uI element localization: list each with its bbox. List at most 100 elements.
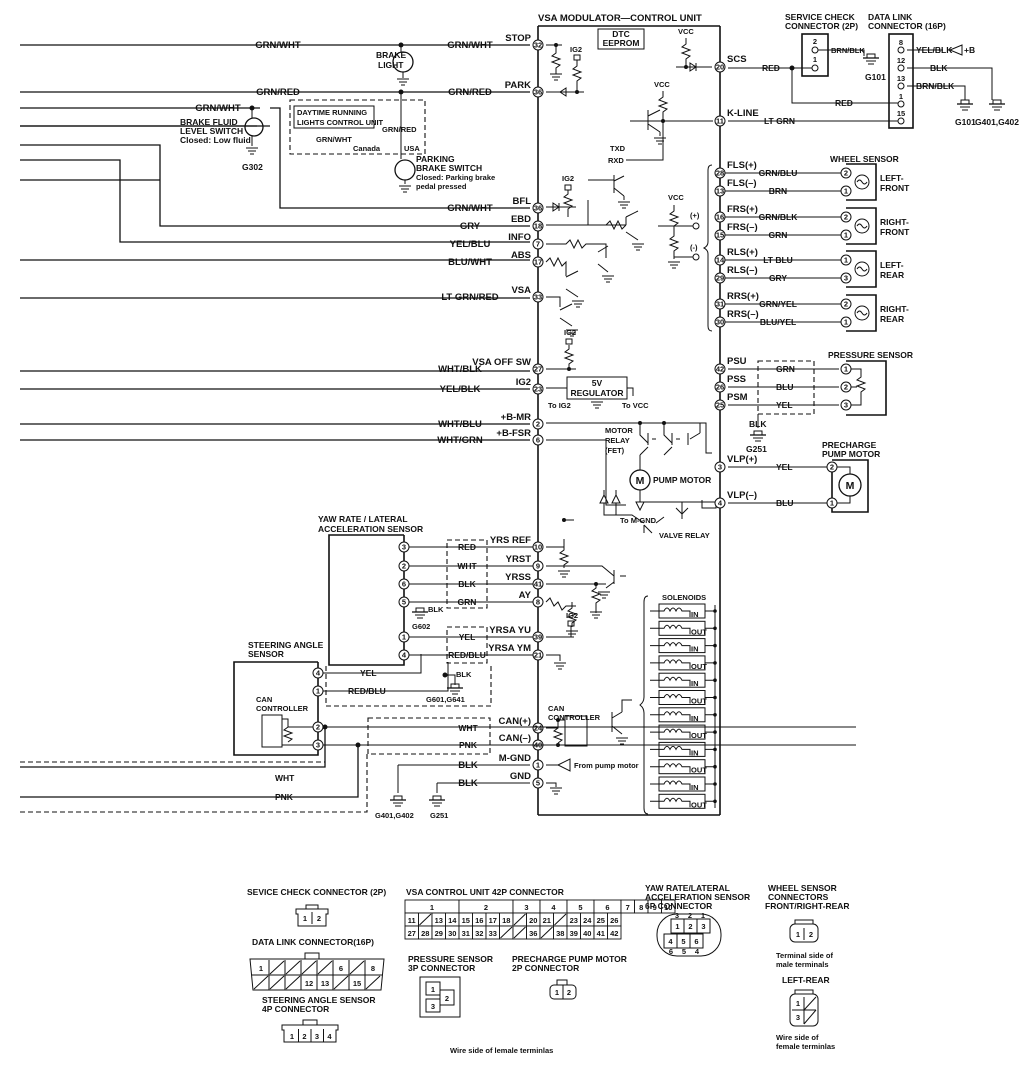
- wheel-position-label: FRONT: [880, 227, 910, 237]
- ecu-internal-circuits: IG2 VCC VCC TXD RXD IG2 VCC (+) (-) IG2: [545, 27, 717, 815]
- sas-blk: BLK: [456, 670, 472, 679]
- ecu-signal-label: VSA OFF SW: [472, 357, 531, 368]
- yaw-wire-label: YEL: [459, 632, 476, 642]
- drl-label: DAYTIME RUNNING: [297, 108, 367, 117]
- precharge-title: PRECHARGE: [822, 440, 877, 450]
- wheel-wire-label: BRN: [769, 186, 787, 196]
- ecu-pin-circle: [532, 777, 544, 789]
- sine-icon: [856, 310, 868, 316]
- cv-precharge: 1 2: [549, 979, 577, 1000]
- ecu-pin-circle: [532, 418, 544, 430]
- cv-42p-pin: 1: [430, 903, 434, 912]
- ecu-signal-label: VLP(+): [727, 454, 757, 465]
- service-check-connector: SERVICE CHECK CONNECTOR (2P) 2 1 BRN/BLK…: [728, 12, 902, 108]
- cv-42p-cell: [607, 925, 622, 940]
- sas-pin-2: 2: [316, 723, 320, 732]
- ecu-pin-circle: [532, 202, 544, 214]
- ecu-pin-number: 7: [536, 240, 540, 249]
- ecu-pin-number: 36: [534, 88, 542, 97]
- ecu-pin-number: 20: [716, 63, 724, 72]
- ecu-pin-number: 31: [716, 300, 724, 309]
- ecu-pin-circle: [714, 497, 726, 509]
- solenoid-type-label: OUT: [691, 766, 707, 775]
- g602-label: G602: [412, 622, 430, 631]
- dtc-eeprom-box: [597, 28, 645, 50]
- yaw-wire-label: RED: [458, 542, 476, 552]
- cv-ps-pin-2: 2: [445, 994, 449, 1003]
- cv-42p-pin: 42: [610, 929, 618, 938]
- parking-brake-switch: [394, 159, 416, 181]
- dlc-wire-blk: BLK: [930, 63, 948, 73]
- cv-42p-blank: [554, 913, 567, 926]
- wheel-sensor-box: [846, 163, 877, 201]
- cv-dlc-title: DATA LINK CONNECTOR(16P): [252, 937, 374, 947]
- sas-can-label: CAN: [256, 695, 272, 704]
- solenoid-type-label: OUT: [691, 731, 707, 740]
- sc-wire-label: BRN/BLK: [831, 46, 865, 55]
- stop-wire-left-label: GRN/WHT: [255, 40, 301, 51]
- cv-lr-note-2: female terminlas: [776, 1042, 835, 1051]
- dlc-pin-circle: [897, 82, 905, 90]
- wheel-position-label: LEFT-: [880, 173, 904, 183]
- ecu-signal-label: PSM: [727, 392, 748, 403]
- sas-pin-1: 1: [316, 687, 320, 696]
- cv-42p-pin: 32: [475, 929, 483, 938]
- ecu-pin-number: 33: [534, 293, 542, 302]
- cv-42p-pin: 21: [543, 916, 551, 925]
- vcc-label-3: VCC: [668, 193, 684, 202]
- parking-brake-label-4: pedal pressed: [416, 182, 467, 191]
- bus-g401: G401,G402: [375, 811, 414, 820]
- wheel-wire-label: GRN: [769, 230, 788, 240]
- ecu-signal-label: FLS(+): [727, 160, 757, 171]
- cv-wf-pin-2: 2: [809, 930, 813, 939]
- cv-42p-pin: 38: [556, 929, 564, 938]
- cv-sas-pin: 1: [290, 1032, 294, 1041]
- ecu-signal-label: VLP(–): [727, 490, 757, 501]
- ps-blk-label: BLK: [749, 419, 767, 429]
- pressure-sensor-title: PRESSURE SENSOR: [828, 350, 913, 360]
- to-ig2-label: To IG2: [548, 401, 571, 410]
- ecu-signal-label: YRS REF: [490, 535, 531, 546]
- from-pump-motor-label: From pump motor: [574, 761, 639, 770]
- dlc-pin-number: 1: [899, 92, 903, 101]
- cv-42p-pin: 11: [408, 916, 416, 925]
- ecu-pin-number: 42: [716, 365, 724, 374]
- dtc-label: DTC: [612, 29, 629, 39]
- yaw-pin-number: 4: [402, 651, 407, 660]
- vlpp-wire: YEL: [776, 462, 793, 472]
- yaw-pin-number: 3: [402, 543, 406, 552]
- cv-yaw-cell: [696, 918, 711, 934]
- service-check-title: SERVICE CHECK: [785, 12, 856, 22]
- ecu-title: VSA MODULATOR—CONTROL UNIT: [538, 13, 702, 24]
- ig2-label-3: IG2: [564, 328, 576, 337]
- connector-views: SEVICE CHECK CONNECTOR (2P) 1 2 DATA LIN…: [247, 883, 850, 1055]
- cv-yaw-pin: 3: [701, 922, 705, 931]
- wheel-pin-number: 1: [844, 256, 848, 265]
- pump-motor-label: PUMP MOTOR: [653, 475, 711, 485]
- sas-pin-3: 3: [316, 741, 320, 750]
- yaw-title: YAW RATE / LATERAL: [318, 514, 408, 524]
- cv-yaw-pin: 2: [688, 922, 692, 931]
- wheel-wire-label: GRY: [769, 273, 787, 283]
- cv-pp-title: PRECHARGE PUMP MOTOR: [512, 954, 627, 964]
- ecu-signal-label: YRSA YU: [489, 625, 531, 636]
- precharge-title-2: PUMP MOTOR: [822, 449, 880, 459]
- cv-42p-blank: [419, 913, 432, 926]
- sc-pin-1: 1: [813, 55, 817, 64]
- cv-dlc-blank: [333, 975, 349, 990]
- wheel-pin-circle: [840, 185, 852, 197]
- cv-sas-pin: 2: [302, 1032, 306, 1041]
- dlc-pin-circle: [897, 100, 905, 108]
- dlc-pin-circle: [897, 64, 905, 72]
- can-wire-label: WHT: [458, 723, 478, 733]
- g251-label: G251: [746, 444, 767, 454]
- canada-label: Canada: [353, 144, 381, 153]
- ac-source-icon: [854, 261, 870, 277]
- ecu-pin-number: 15: [716, 231, 724, 240]
- cv-pp-pin-1: 1: [555, 988, 559, 997]
- ecu-pin-circle: [714, 115, 726, 127]
- cv-ps-title: PRESSURE SENSOR: [408, 954, 493, 964]
- cv-pressure: 1 2 3: [419, 976, 461, 1018]
